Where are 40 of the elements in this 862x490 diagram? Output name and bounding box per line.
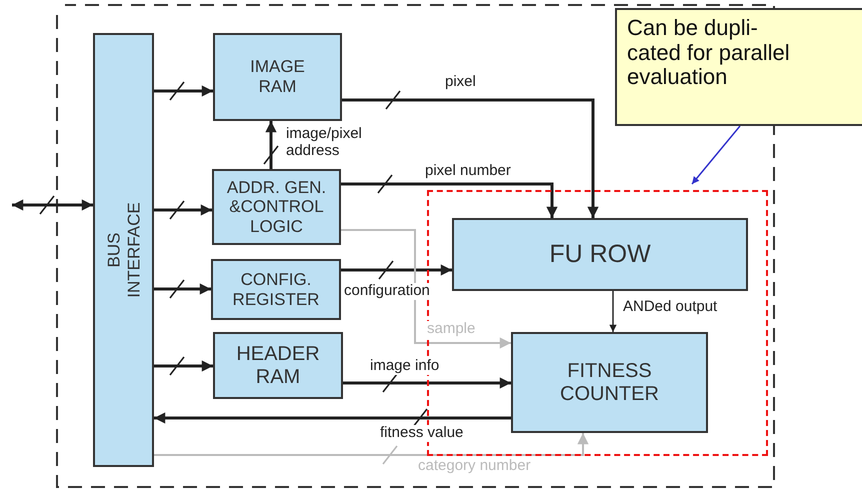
edge-label: image/pixel address bbox=[285, 126, 363, 159]
edge-label: sample bbox=[426, 321, 476, 338]
memory-block bbox=[213, 332, 343, 399]
edge-label: ANDed output bbox=[622, 299, 718, 316]
bus-arrow bbox=[154, 360, 213, 372]
edge-label: image info bbox=[369, 358, 440, 374]
bus-arrow bbox=[154, 85, 213, 97]
block-label: ADDR. GEN. &CONTROL LOGIC bbox=[226, 178, 328, 236]
block-label: IMAGE RAM bbox=[249, 57, 306, 97]
block-label: FU ROW bbox=[549, 240, 651, 269]
block-label: HEADER RAM bbox=[235, 342, 321, 388]
bus-arrow bbox=[343, 377, 511, 389]
bus-interface-block bbox=[93, 33, 154, 467]
bus-arrow bbox=[154, 204, 212, 216]
edge-label: pixel bbox=[444, 74, 477, 90]
callout-arrow bbox=[691, 126, 741, 184]
bus-arrow bbox=[265, 121, 277, 169]
note-text: Can be dupli- cated for parallel evaluation bbox=[627, 16, 791, 90]
block-label: CONFIG. REGISTER bbox=[232, 270, 320, 310]
edge-label: category number bbox=[417, 458, 532, 474]
memory-block bbox=[213, 33, 342, 121]
edge-label: configuration bbox=[343, 283, 431, 300]
bus-arrow bbox=[341, 229, 511, 349]
callout-note bbox=[615, 8, 862, 126]
bus-arrow bbox=[342, 98, 599, 218]
bus-arrow bbox=[341, 264, 452, 276]
edge-label: pixel number bbox=[424, 163, 512, 180]
register-block bbox=[211, 259, 341, 320]
bus-arrow bbox=[154, 283, 211, 295]
block-label: FITNESS COUNTER bbox=[559, 360, 660, 406]
bus-arrow bbox=[609, 291, 617, 332]
bus-arrow bbox=[12, 199, 93, 211]
bus-arrow bbox=[154, 412, 511, 424]
function-unit-row-block bbox=[452, 218, 748, 291]
bus-arrow bbox=[154, 433, 589, 456]
logic-block bbox=[212, 169, 341, 245]
counter-block bbox=[511, 332, 708, 433]
bus-arrow bbox=[341, 182, 558, 218]
block-label: BUS INTERFACE bbox=[104, 201, 144, 300]
edge-label: fitness value bbox=[379, 425, 464, 442]
